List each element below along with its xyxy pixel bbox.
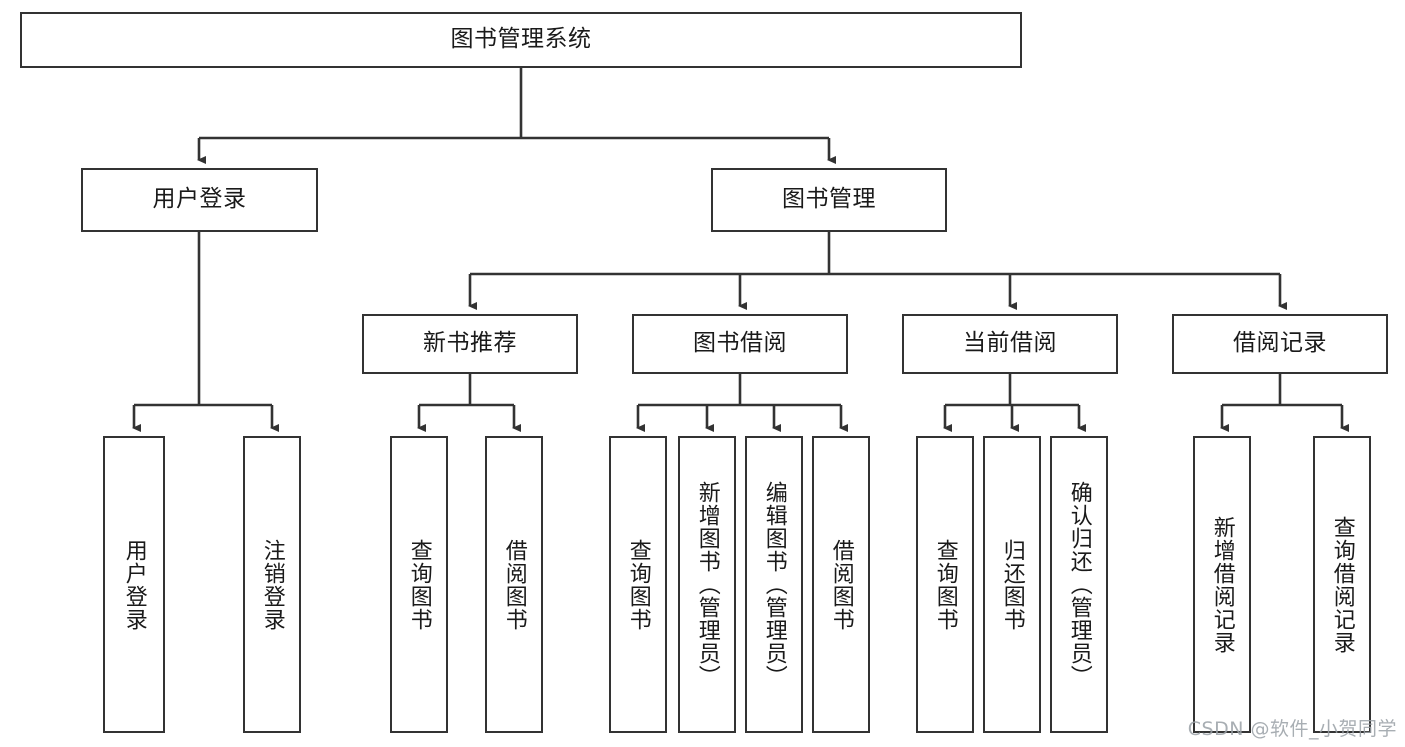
node-book-borrow[interactable]: 图书借阅	[632, 314, 848, 374]
node-label: 确认归还（管理员）	[1066, 481, 1092, 688]
node-label: 图书管理系统	[450, 26, 592, 53]
leaf-query-book-borrow[interactable]: 查询图书	[609, 436, 667, 733]
node-label: 新书推荐	[423, 330, 517, 357]
node-label: 查询图书	[932, 538, 958, 631]
node-borrow-record[interactable]: 借阅记录	[1172, 314, 1388, 374]
node-label: 借阅图书	[501, 538, 527, 631]
node-label: 查询图书	[406, 538, 432, 631]
leaf-borrow-book[interactable]: 借阅图书	[812, 436, 870, 733]
node-root[interactable]: 图书管理系统	[20, 12, 1022, 68]
leaf-borrow-book-recommend[interactable]: 借阅图书	[485, 436, 543, 733]
node-label: 用户登录	[152, 186, 247, 213]
leaf-edit-book-admin[interactable]: 编辑图书（管理员）	[745, 436, 803, 733]
leaf-add-book-admin[interactable]: 新增图书（管理员）	[678, 436, 736, 733]
leaf-return-book[interactable]: 归还图书	[983, 436, 1041, 733]
node-label: 查询借阅记录	[1329, 515, 1355, 654]
leaf-user-logout[interactable]: 注销登录	[243, 436, 301, 733]
node-label: 当前借阅	[963, 330, 1057, 357]
leaf-confirm-return-admin[interactable]: 确认归还（管理员）	[1050, 436, 1108, 733]
leaf-add-borrow-record[interactable]: 新增借阅记录	[1193, 436, 1251, 733]
node-label: 借阅记录	[1233, 330, 1327, 357]
node-label: 新增图书（管理员）	[694, 481, 720, 688]
csdn-watermark: CSDN @软件_小贺同学	[1187, 718, 1397, 740]
node-label: 新增借阅记录	[1209, 515, 1235, 654]
node-new-book-recommend[interactable]: 新书推荐	[362, 314, 578, 374]
node-user-login[interactable]: 用户登录	[81, 168, 318, 232]
node-label: 归还图书	[999, 538, 1025, 631]
node-label: 用户登录	[121, 538, 147, 631]
leaf-query-borrow-record[interactable]: 查询借阅记录	[1313, 436, 1371, 733]
leaf-query-book-current[interactable]: 查询图书	[916, 436, 974, 733]
node-label: 查询图书	[625, 538, 651, 631]
node-label: 图书管理	[782, 186, 876, 213]
leaf-query-book-recommend[interactable]: 查询图书	[390, 436, 448, 733]
node-label: 图书借阅	[693, 330, 787, 357]
node-label: 借阅图书	[828, 538, 854, 631]
leaf-user-login[interactable]: 用户登录	[103, 436, 165, 733]
node-current-borrow[interactable]: 当前借阅	[902, 314, 1118, 374]
node-label: 编辑图书（管理员）	[761, 481, 787, 688]
node-label: 注销登录	[259, 538, 285, 631]
node-book-manage[interactable]: 图书管理	[711, 168, 947, 232]
